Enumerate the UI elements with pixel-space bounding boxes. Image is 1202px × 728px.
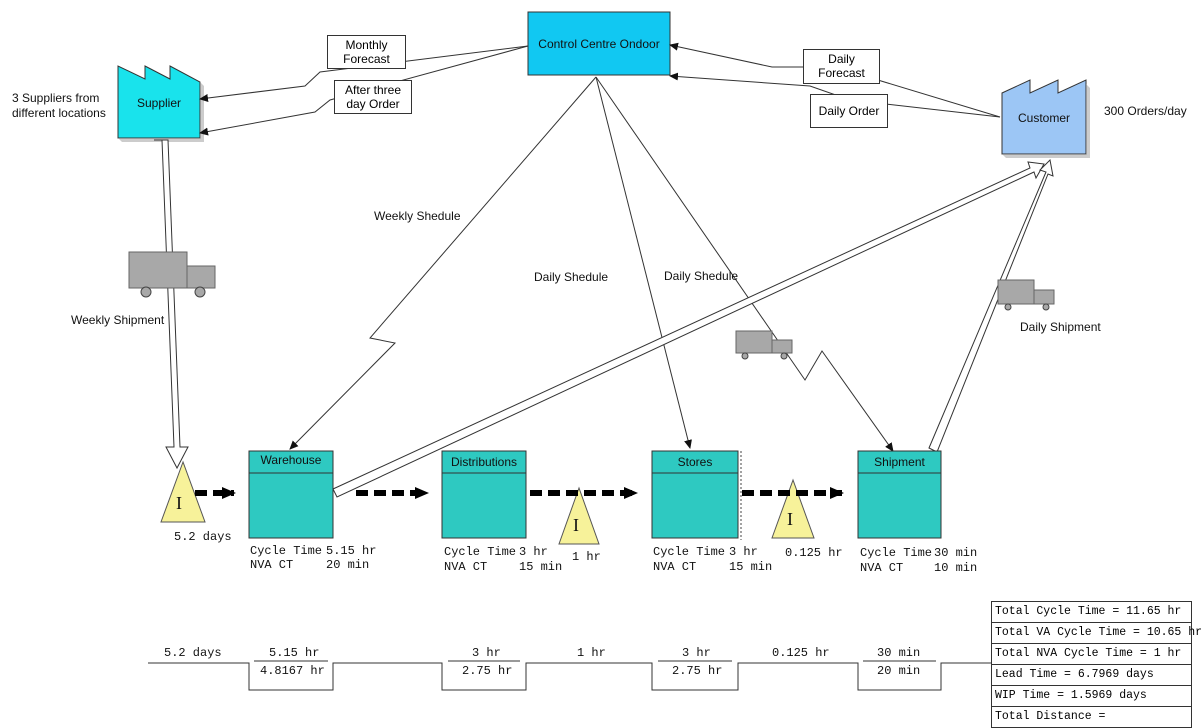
timeline-process-top: 3 hr: [472, 646, 501, 660]
monthly-forecast-line2: Forecast: [343, 52, 390, 66]
summary-table: Total Cycle Time = 11.65 hr Total VA Cyc…: [991, 601, 1202, 728]
three-day-order-line2: day Order: [346, 97, 400, 111]
timeline-process-bottom: 4.8167 hr: [260, 664, 325, 678]
cycle-time-label: Cycle Time: [250, 544, 323, 558]
timeline-process-bottom: 20 min: [877, 664, 921, 678]
daily-forecast-line1: Daily: [828, 52, 855, 66]
timeline-wait: 0.125 hr: [772, 646, 830, 660]
nva-ct-value: 10 min: [934, 561, 978, 575]
timeline-process-top: 3 hr: [682, 646, 711, 660]
monthly-forecast-box: Monthly Forecast: [327, 35, 406, 69]
daily-shipment-label: Daily Shipment: [1020, 320, 1101, 334]
inventory-symbol: I: [573, 515, 579, 535]
process-title: Shipment: [874, 455, 925, 469]
weekly-schedule-label: Weekly Shedule: [374, 209, 461, 223]
timeline-line: [148, 662, 991, 691]
inventory-symbol: I: [176, 493, 182, 513]
timeline-process-top: 30 min: [877, 646, 921, 660]
three-day-order-box: After three day Order: [334, 80, 412, 114]
three-day-order-line1: After three: [344, 83, 402, 97]
control-centre-box: [527, 11, 671, 76]
daily-schedule-label: Daily Shedule: [664, 269, 739, 283]
inventory-triangle: [160, 460, 206, 523]
weekly-shipment-label: Weekly Shipment: [71, 313, 165, 327]
timeline-process-bottom: 2.75 hr: [672, 664, 723, 678]
control-centre-label: Control Centre Ondoor: [538, 37, 660, 51]
shipment-arrow-supplier: [154, 139, 189, 470]
schedule-flows: [289, 76, 894, 452]
cycle-time-value: 3 hr: [519, 545, 548, 559]
process-title: Warehouse: [260, 453, 322, 467]
daily-schedule-label: Daily Shedule: [534, 270, 609, 284]
timeline-wait: 1 hr: [577, 646, 606, 660]
cycle-time-value: 5.15 hr: [326, 544, 377, 558]
nva-ct-label: NVA CT: [653, 560, 697, 574]
daily-forecast-line2: Forecast: [818, 66, 865, 80]
summary-row: Total Cycle Time = 11.65 hr: [992, 602, 1191, 623]
truck-icon: [735, 330, 793, 360]
process-box-stores: [651, 450, 739, 539]
cycle-time-label: Cycle Time: [860, 546, 933, 560]
cycle-time-label: Cycle Time: [653, 545, 726, 559]
process-title: Stores: [677, 455, 713, 469]
summary-row: Total NVA Cycle Time = 1 hr: [992, 644, 1191, 665]
inventory-amount: 5.2 days: [174, 530, 232, 544]
inventory-amount: 0.125 hr: [785, 546, 843, 560]
summary-row: WIP Time = 1.5969 days: [992, 686, 1191, 707]
shipment-arrow-shipment-customer: [928, 158, 1054, 453]
process-box-warehouse: [248, 450, 334, 539]
process-box-shipment: [857, 450, 942, 539]
nva-ct-value: 15 min: [729, 560, 773, 574]
truck-icon: [997, 279, 1055, 311]
shipment-arrow-warehouse-customer: [332, 161, 1045, 498]
supplier-note-line1: 3 Suppliers from: [12, 91, 100, 105]
daily-forecast-box: Daily Forecast: [803, 49, 880, 84]
inventory-symbol: I: [787, 509, 793, 529]
timeline-wait: 5.2 days: [164, 646, 222, 660]
summary-row: Total VA Cycle Time = 10.65 hr: [992, 623, 1202, 644]
supplier-factory-icon: [117, 65, 204, 142]
nva-ct-label: NVA CT: [250, 558, 294, 572]
customer-demand: 300 Orders/day: [1104, 104, 1187, 118]
inventory-triangle: [771, 478, 815, 539]
cycle-time-value: 30 min: [934, 546, 978, 560]
timeline-process-top: 5.15 hr: [269, 646, 320, 660]
nva-ct-value: 15 min: [519, 560, 563, 574]
nva-ct-value: 20 min: [326, 558, 370, 572]
nva-ct-label: NVA CT: [444, 560, 488, 574]
cycle-time-label: Cycle Time: [444, 545, 517, 559]
daily-order-box: Daily Order: [810, 94, 888, 128]
process-box-distributions: [441, 450, 527, 539]
supplier-label: Supplier: [136, 96, 182, 110]
inventory-triangle: [558, 486, 600, 545]
nva-ct-label: NVA CT: [860, 561, 904, 575]
customer-factory-icon: [1001, 79, 1090, 158]
timeline-process-bottom: 2.75 hr: [462, 664, 513, 678]
inventory-amount: 1 hr: [572, 550, 601, 564]
customer-label: Customer: [1017, 111, 1070, 125]
supplier-note-line2: different locations: [12, 106, 106, 120]
cycle-time-value: 3 hr: [729, 545, 758, 559]
monthly-forecast-line1: Monthly: [345, 38, 388, 52]
summary-row: Lead Time = 6.7969 days: [992, 665, 1191, 686]
daily-order-text: Daily Order: [818, 104, 880, 118]
process-title: Distributions: [450, 455, 518, 469]
truck-icon: [128, 251, 216, 298]
summary-row: Total Distance =: [992, 707, 1191, 728]
